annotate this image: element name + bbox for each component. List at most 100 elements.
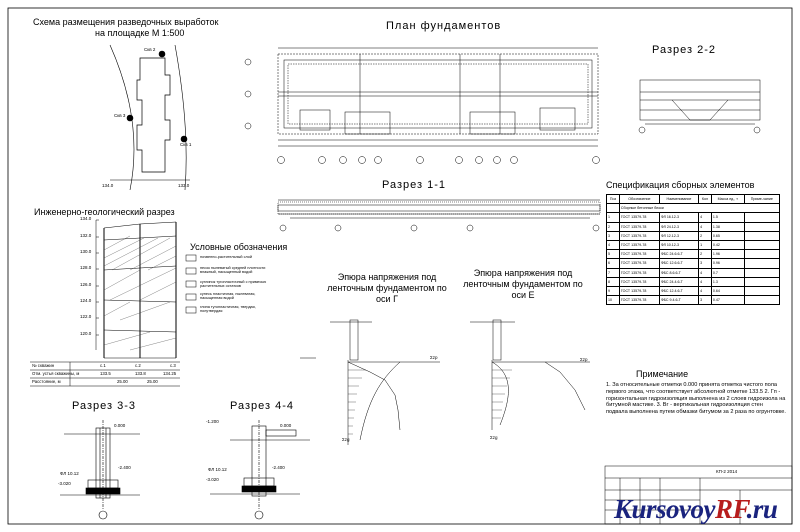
spec-cell: ГОСТ 13579-78 bbox=[618, 239, 660, 251]
spec-cell: ФБС 9.4.6-Т bbox=[658, 295, 700, 306]
spec-header-row: Поз Обозначение Наименование Кол Масса е… bbox=[606, 193, 781, 205]
epure-g-hatch bbox=[348, 369, 366, 435]
spec-cell: ГОСТ 13579-78 bbox=[618, 267, 660, 278]
epure-g-sigma-zg: Σzg bbox=[342, 437, 350, 442]
spec-cell: 2 bbox=[606, 221, 620, 232]
spec-cell: ГОСТ 13579-78 bbox=[618, 221, 660, 232]
spec-header: Наименование bbox=[658, 193, 700, 205]
plan-title: План фундаментов bbox=[386, 20, 502, 32]
foundation-plan bbox=[277, 47, 599, 147]
scheme-title: Схема размещения разведочных выработок bbox=[33, 17, 219, 27]
scheme-building bbox=[136, 57, 171, 173]
geo-row-value: 134.25 bbox=[163, 371, 177, 376]
spec-cell: ГОСТ 13579-78 bbox=[618, 230, 660, 241]
epure-e-sigma-zp: Σzp bbox=[580, 357, 588, 362]
s33-foundation: ФЛ 10.12 bbox=[60, 471, 79, 476]
section-4-4-drawing bbox=[210, 420, 310, 520]
spec-cell: 4 bbox=[698, 285, 712, 297]
spec-cell: 4 bbox=[698, 221, 712, 232]
spec-header: Поз bbox=[606, 193, 620, 205]
epure-g-title: Эпюра напряжения под ленточным фундамент… bbox=[327, 272, 447, 304]
scheme-elev-right: 133.0 bbox=[178, 183, 190, 188]
spec-cell: ГОСТ 13579-78 bbox=[618, 258, 660, 269]
geo-row-value: 133.5 bbox=[100, 371, 111, 376]
spec-header: Кол bbox=[698, 193, 712, 205]
spec-cell: ГОСТ 13579-78 bbox=[618, 295, 660, 306]
spec-cell: 1 bbox=[606, 212, 620, 223]
watermark-main: Kursovoy bbox=[614, 494, 716, 524]
section-1-1-drawing bbox=[277, 199, 601, 232]
geo-axis-tick: 124.0 bbox=[80, 298, 92, 303]
legend-item: почвенно-растительный слой bbox=[200, 255, 252, 259]
legend-item: глина тугопластичная, твердая, полутверд… bbox=[200, 305, 256, 314]
geo-axis-tick: 132.0 bbox=[80, 233, 92, 238]
spec-cell: ФЛ 12.12-3 bbox=[658, 230, 700, 241]
well-1-label: Скв 1 bbox=[180, 142, 192, 147]
epure-e-drawing bbox=[470, 319, 590, 430]
legend-item: суглинок тугопластичный с примесью расти… bbox=[200, 280, 267, 289]
spec-cell: 1.5 bbox=[710, 212, 745, 223]
spec-cell: 0.96 bbox=[710, 258, 745, 269]
spec-cell: ФЛ 16.12-3 bbox=[658, 212, 700, 223]
section-3-3-title: Разрез 3-3 bbox=[72, 400, 137, 412]
epure-e-hatch bbox=[492, 369, 512, 419]
spec-cell: 0.47 bbox=[710, 295, 745, 306]
geo-row-label: Расстояние, м bbox=[32, 379, 61, 384]
spec-cell: 8 bbox=[606, 276, 620, 287]
section-2-2-drawing bbox=[638, 79, 761, 134]
legend-title: Условные обозначения bbox=[190, 242, 288, 252]
geo-hatch bbox=[103, 235, 177, 351]
geo-axis-tick: 130.0 bbox=[80, 249, 92, 254]
well-2-label: Скв 2 bbox=[144, 47, 156, 52]
geo-axis-tick: 128.0 bbox=[80, 265, 92, 270]
geo-row-value: 133.8 bbox=[135, 371, 146, 376]
section-3-3-drawing bbox=[60, 420, 140, 520]
spec-title: Спецификация сборных элементов bbox=[606, 180, 755, 190]
spec-cell: 0.65 bbox=[710, 230, 745, 241]
spec-cell: 1 bbox=[698, 239, 712, 251]
legend-swatches bbox=[185, 254, 197, 314]
spec-cell: ГОСТ 13579-78 bbox=[618, 285, 660, 297]
spec-cell: ФБС 24.6.6-Т bbox=[658, 249, 700, 260]
legend-item: супесь пластичная, пылеватая, насыщенная… bbox=[200, 292, 256, 301]
geo-axis-tick: 122.0 bbox=[80, 314, 92, 319]
spec-cell: 1.38 bbox=[710, 221, 745, 232]
s44-level-left: -1.200 bbox=[206, 419, 219, 424]
s33-level-top: 0.000 bbox=[114, 423, 126, 428]
notes-text: 1. За относительные отметки 0.000 принят… bbox=[606, 382, 786, 416]
plan-axes bbox=[244, 58, 600, 164]
epure-g-drawing bbox=[300, 319, 440, 445]
s44-foundation: ФЛ 10.12 bbox=[208, 467, 227, 472]
spec-cell: 0.64 bbox=[710, 285, 745, 297]
watermark-tld: .ru bbox=[746, 494, 778, 524]
spec-cell: ФБС 12.6.6-Т bbox=[658, 258, 700, 269]
watermark-logo: KursovoyRF.ru bbox=[614, 494, 778, 525]
spec-cell: 7 bbox=[606, 267, 620, 278]
well-3-label: Скв 3 bbox=[114, 113, 126, 118]
spec-cell: 3 bbox=[698, 258, 712, 269]
spec-cell: 9 bbox=[606, 285, 620, 297]
spec-cell: 3 bbox=[698, 295, 712, 306]
spec-table: Поз Обозначение Наименование Кол Масса е… bbox=[606, 193, 781, 306]
s33-level-bot: -3.020 bbox=[58, 481, 71, 486]
notes-title: Примечание bbox=[636, 369, 689, 379]
spec-cell: ФБС 24.4.6-Т bbox=[658, 276, 700, 287]
epure-e-sigma-zg: Σzg bbox=[490, 435, 498, 440]
watermark-accent: RF bbox=[715, 494, 747, 524]
geo-section-drawing bbox=[30, 219, 180, 387]
spec-cell: 5 bbox=[606, 249, 620, 260]
section-1-1-title: Разрез 1-1 bbox=[382, 179, 447, 191]
geo-row-value: 25.00 bbox=[117, 379, 128, 384]
geo-row-value: 25.00 bbox=[147, 379, 158, 384]
spec-cell: ФЛ 24.12-3 bbox=[658, 221, 700, 232]
title-block bbox=[604, 465, 793, 525]
spec-cell: 4 bbox=[698, 212, 712, 223]
geo-row-value: с.1 bbox=[100, 363, 106, 368]
